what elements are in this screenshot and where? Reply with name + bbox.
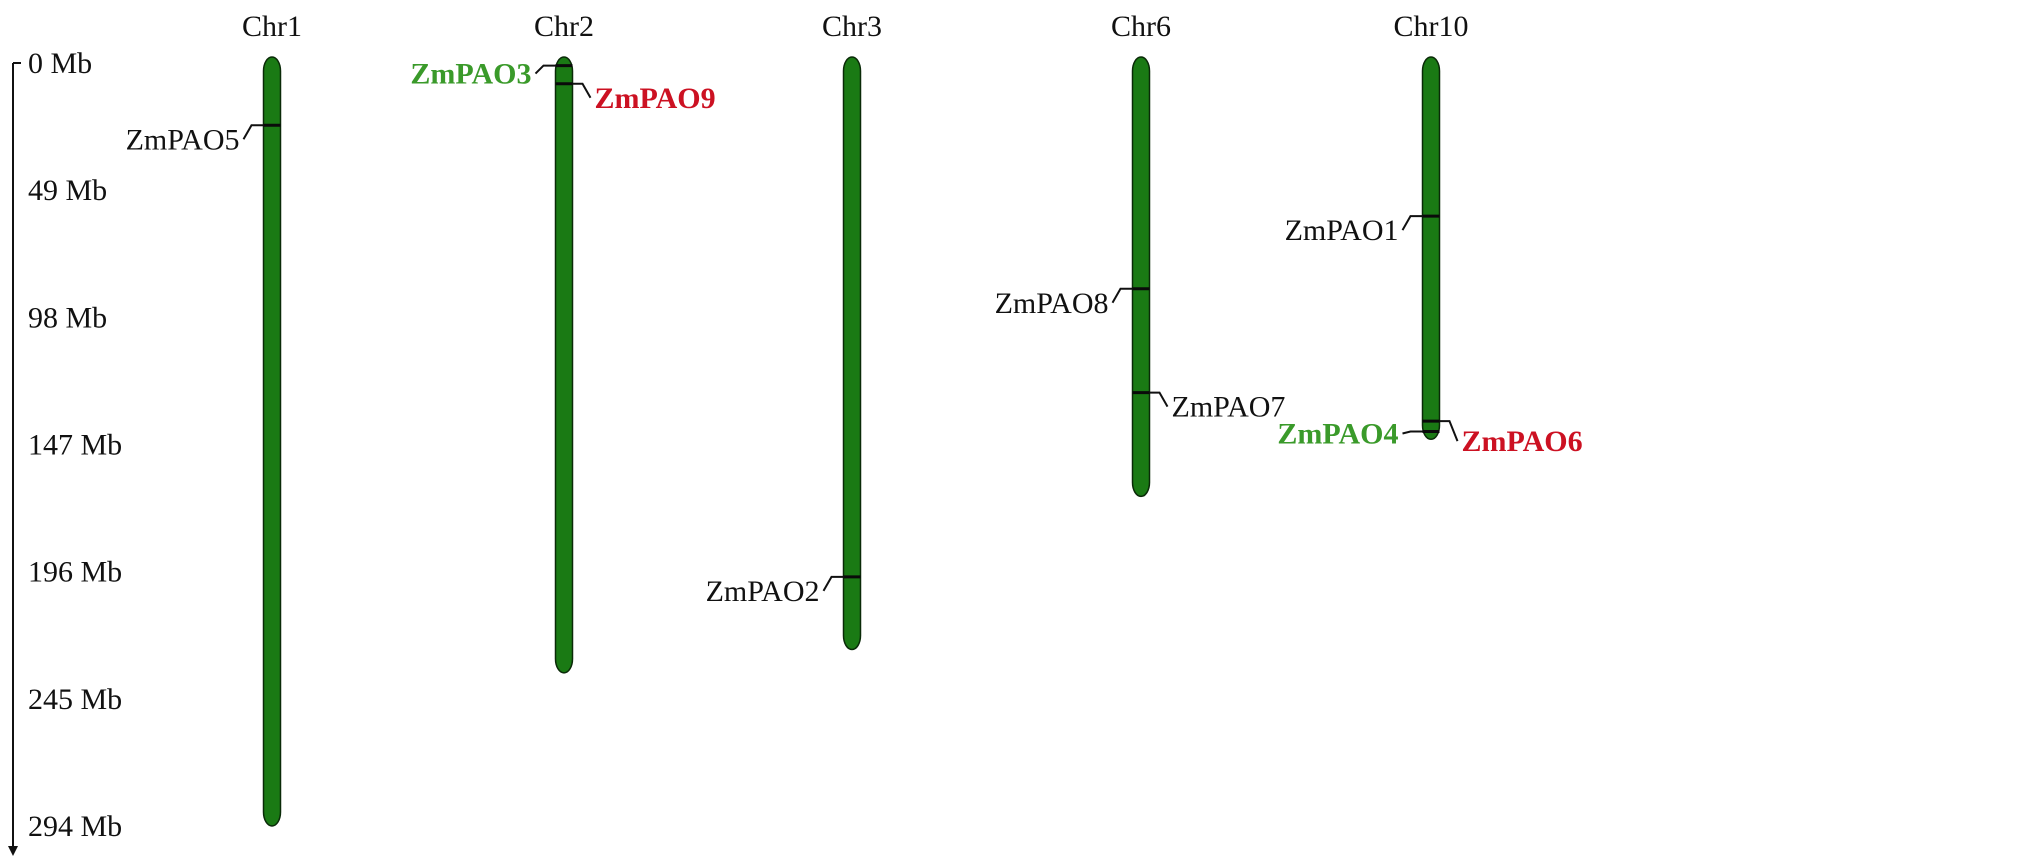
scale-tick-label: 49 Mb	[28, 174, 107, 207]
chromosome-group: Chr1ZmPAO5Chr2ZmPAO3ZmPAO9Chr3ZmPAO2Chr6…	[126, 10, 1583, 827]
chromosome-name: Chr6	[1111, 10, 1171, 43]
gene-leader-line	[1149, 391, 1169, 408]
scale-tick-label: 0 Mb	[28, 47, 92, 80]
gene-label-zmpao9: ZmPAO9	[595, 82, 716, 115]
gene-leader-line	[242, 124, 264, 140]
gene-leader-line	[534, 64, 556, 75]
gene-label-zmpao5: ZmPAO5	[126, 123, 240, 156]
chromosome-name: Chr3	[822, 10, 882, 43]
chromosome-body	[1131, 56, 1151, 498]
gene-label-zmpao8: ZmPAO8	[995, 287, 1109, 320]
chromosome-name: Chr1	[242, 10, 302, 43]
gene-label-zmpao7: ZmPAO7	[1172, 391, 1286, 424]
scale-arrow-icon	[8, 846, 18, 856]
chromosome-name: Chr10	[1394, 10, 1469, 43]
gene-label-zmpao6: ZmPAO6	[1462, 425, 1583, 458]
scale-tick-label: 147 Mb	[28, 429, 122, 462]
chromosome-body	[1421, 56, 1441, 441]
gene-label-zmpao4: ZmPAO4	[1277, 418, 1398, 451]
scale-tick-label: 294 Mb	[28, 810, 122, 843]
chromosome-body	[554, 56, 574, 674]
gene-leader-line	[1111, 287, 1133, 304]
gene-label-zmpao1: ZmPAO1	[1285, 214, 1399, 247]
gene-leader-line	[1402, 430, 1423, 435]
scale-axis: 0 Mb 49 Mb 98 Mb 147 Mb 196 Mb 245 Mb 294 Mb	[8, 47, 122, 856]
gene-leader-line	[1439, 420, 1459, 442]
chromosome-body	[262, 56, 282, 827]
scale-tick-label: 196 Mb	[28, 556, 122, 589]
gene-label-zmpao3: ZmPAO3	[410, 58, 531, 91]
gene-leader-line	[572, 82, 592, 99]
chromosome-body	[842, 56, 862, 651]
chromosome-name: Chr2	[534, 10, 594, 43]
gene-label-zmpao2: ZmPAO2	[706, 575, 820, 608]
scale-tick-label: 98 Mb	[28, 301, 107, 334]
gene-leader-line	[1401, 215, 1423, 231]
scale-tick-label: 245 Mb	[28, 683, 122, 716]
gene-leader-line	[822, 575, 844, 592]
